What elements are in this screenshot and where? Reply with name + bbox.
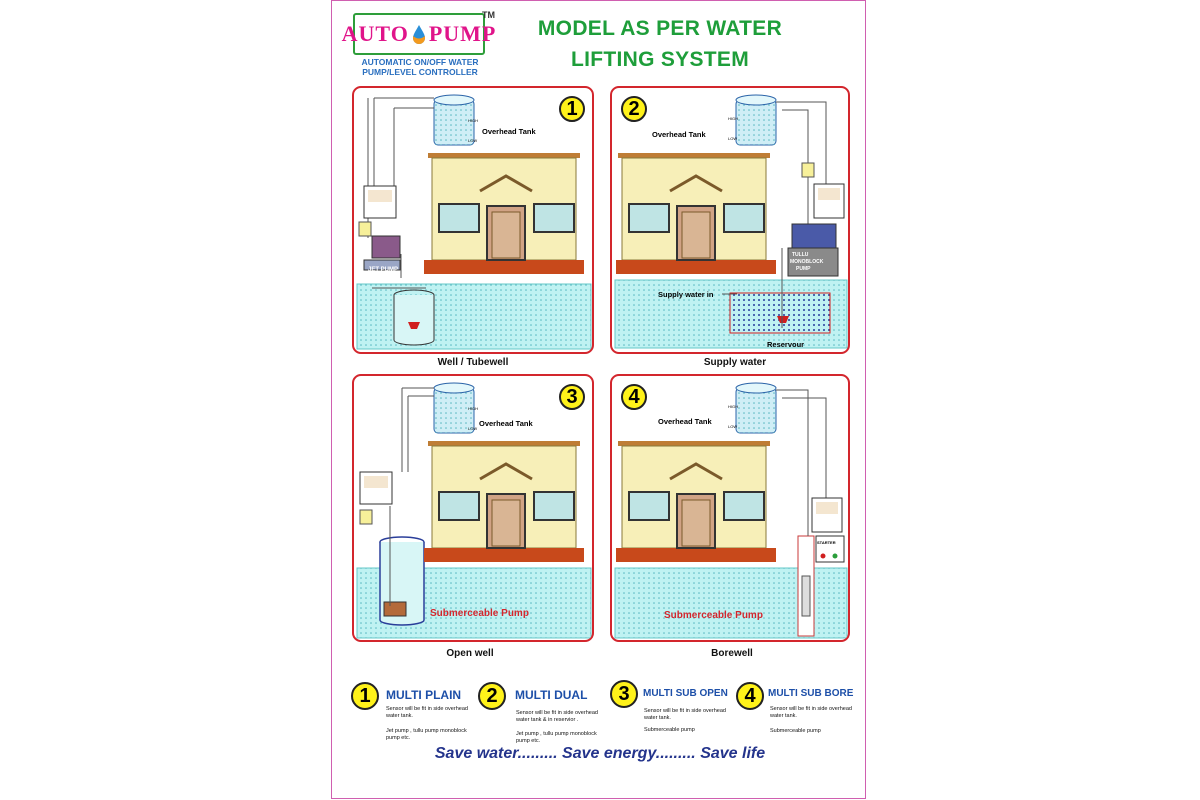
panel-2-supply: Overhead Tank TULLU MONOBLOCK PUMP Suppl… bbox=[610, 86, 850, 354]
legend-4-title: MULTI SUB BORE bbox=[768, 688, 854, 699]
panel-3-caption: Open well bbox=[446, 648, 494, 659]
panel-3-pump-label: Submerceable Pump bbox=[430, 608, 529, 619]
panel-2-high-label: HIGH bbox=[728, 116, 738, 121]
legend-4-badge: 4 bbox=[736, 682, 764, 710]
page-title: MODEL AS PER WATER LIFTING SYSTEM bbox=[500, 13, 820, 75]
panel-4-low-label: LOW bbox=[728, 424, 737, 429]
panel-1-well: Overhead Tank JET PUMP HIGH LOW 1 bbox=[352, 86, 594, 354]
legend-2-note2: Jet pump , tullu pump monoblock pump etc… bbox=[516, 731, 597, 744]
panel-4-caption: Borewell bbox=[711, 648, 753, 659]
panel-3-number-badge: 3 bbox=[559, 384, 585, 410]
panel-4-high-label: HIGH bbox=[728, 404, 738, 409]
panel-1-pump-label: JET PUMP bbox=[368, 267, 398, 273]
legend-2-title: MULTI DUAL bbox=[515, 688, 588, 702]
panel-1-number-badge: 1 bbox=[559, 96, 585, 122]
trademark-mark: TM bbox=[482, 10, 495, 20]
water-drop-icon bbox=[412, 24, 426, 44]
panel-1-caption: Well / Tubewell bbox=[437, 357, 509, 368]
legend-3-title: MULTI SUB OPEN bbox=[643, 688, 728, 699]
logo-subtitle-line1: AUTOMATIC ON/OFF WATER bbox=[361, 57, 479, 67]
legend-3-badge: 3 bbox=[610, 680, 638, 708]
legend-1-note2: Jet pump , tullu pump monoblock pump etc… bbox=[386, 728, 467, 741]
panel-3-open-well: Overhead Tank Submerceable Pump HIGH LOW… bbox=[352, 374, 594, 642]
legend-1-badge: 1 bbox=[351, 682, 379, 710]
legend-2-note1: Sensor will be fit in side overhead wate… bbox=[516, 710, 598, 723]
panel-4-number-badge: 4 bbox=[621, 384, 647, 410]
panel-2-diagram: Overhead Tank TULLU MONOBLOCK PUMP Suppl… bbox=[614, 94, 848, 349]
panel-2-number-badge: 2 bbox=[621, 96, 647, 122]
logo-subtitle-line2: PUMP/LEVEL CONTROLLER bbox=[362, 67, 478, 77]
legend-3-note1: Sensor will be fit in side overhead wate… bbox=[644, 708, 726, 721]
title-line2: LIFTING SYSTEM bbox=[570, 48, 750, 71]
panel-4-tank-label: Overhead Tank bbox=[658, 417, 712, 426]
legend-1-note1: Sensor will be fit in side overhead wate… bbox=[386, 706, 468, 719]
panel-3-high-label: HIGH bbox=[468, 406, 478, 411]
tagline: Save water......... Save energy.........… bbox=[434, 745, 766, 762]
title-line1: MODEL AS PER WATER bbox=[537, 17, 783, 40]
panel-4-pump-label: Submerceable Pump bbox=[664, 610, 763, 621]
legend-2-badge: 2 bbox=[478, 682, 506, 710]
panel-3-tank-label: Overhead Tank bbox=[479, 419, 533, 428]
panel-1-diagram: Overhead Tank JET PUMP HIGH LOW bbox=[356, 94, 592, 350]
panel-2-caption: Supply water bbox=[703, 357, 767, 368]
legend-1-title: MULTI PLAIN bbox=[386, 688, 462, 702]
panel-2-tank-label: Overhead Tank bbox=[652, 130, 706, 139]
panel-2-pump-label-2: MONOBLOCK bbox=[790, 259, 824, 265]
panel-1-high-label: HIGH bbox=[468, 118, 478, 123]
auto-pump-logo: AUTO PUMP bbox=[342, 13, 495, 55]
panel-2-pump-label-1: TULLU bbox=[792, 252, 809, 258]
panel-1-tank-label: Overhead Tank bbox=[482, 127, 536, 136]
panel-2-pump-label-3: PUMP bbox=[796, 266, 811, 272]
legend-4-note1: Sensor will be fit in side overhead wate… bbox=[770, 706, 852, 719]
legend-4-note2: Submerceable pump bbox=[770, 728, 821, 734]
logo-text-right: PUMP bbox=[428, 21, 497, 46]
panel-4-starter-label: STARTER bbox=[817, 540, 836, 545]
panel-4-diagram: Overhead Tank Submerceable Pump STARTER … bbox=[614, 382, 848, 639]
panel-1-low-label: LOW bbox=[468, 138, 477, 143]
panel-4-borewell: Overhead Tank Submerceable Pump STARTER … bbox=[610, 374, 850, 642]
panel-3-low-label: LOW bbox=[468, 426, 477, 431]
logo-subtitle: AUTOMATIC ON/OFF WATER PUMP/LEVEL CONTRO… bbox=[352, 57, 488, 77]
panel-2-supply-label: Supply water in bbox=[658, 290, 714, 299]
logo-text-left: AUTO bbox=[341, 21, 409, 46]
panel-2-low-label: LOW bbox=[728, 136, 737, 141]
legend-3-note2: Submerceable pump bbox=[644, 727, 695, 733]
panel-3-diagram: Overhead Tank Submerceable Pump HIGH LOW bbox=[356, 382, 592, 639]
panel-2-reservoir-label: Reservour bbox=[767, 340, 804, 349]
